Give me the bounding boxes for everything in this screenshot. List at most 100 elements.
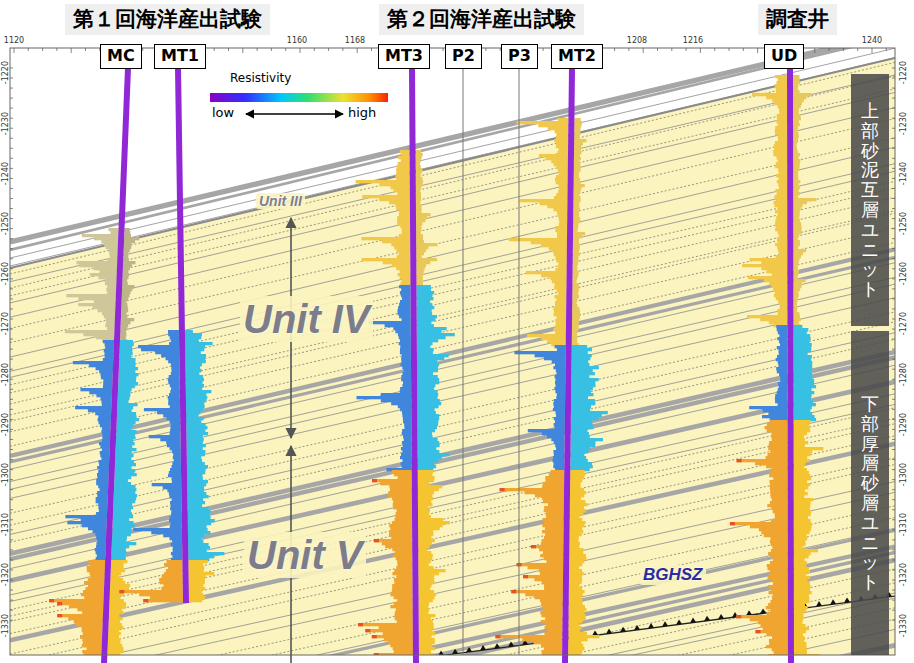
log-fill <box>111 572 121 575</box>
log-fill <box>168 396 180 399</box>
log-fill <box>548 503 564 506</box>
log-fill <box>777 117 787 120</box>
log-fill <box>794 633 803 636</box>
log-fill <box>771 549 788 552</box>
log-fill <box>97 491 108 494</box>
log-fill <box>187 495 208 498</box>
log-fill <box>164 584 183 587</box>
log-fill <box>570 530 584 533</box>
log-fill <box>793 207 801 210</box>
log-fill <box>416 261 430 264</box>
log-fill <box>540 202 568 205</box>
log-fill <box>573 208 580 211</box>
log-fill <box>96 551 106 554</box>
depth-value: -1290 <box>899 413 908 436</box>
log-fill <box>570 539 579 542</box>
log-fill <box>554 286 566 289</box>
log-fill <box>541 602 563 605</box>
axis-tick <box>892 499 895 500</box>
log-fill <box>171 510 181 513</box>
log-fill <box>555 301 566 304</box>
log-fill <box>400 351 411 354</box>
log-fill <box>770 483 788 486</box>
log-fill <box>571 423 593 426</box>
log-fill <box>398 309 411 312</box>
log-fill <box>187 498 203 501</box>
log-fill <box>187 447 203 450</box>
log-fill <box>417 354 449 357</box>
log-fill <box>793 102 802 105</box>
log-fill <box>574 130 580 133</box>
stratum-band <box>10 352 895 554</box>
axis-tick <box>10 108 13 109</box>
log-fill <box>793 120 799 123</box>
log-fill <box>171 513 182 516</box>
log-fill <box>777 246 787 249</box>
log-fill <box>794 615 804 618</box>
log-fill <box>100 454 109 457</box>
log-fill <box>793 276 797 279</box>
log-fill <box>794 651 807 654</box>
log-fill <box>114 491 135 494</box>
axis-tick <box>10 499 13 500</box>
axis-tick <box>10 168 13 169</box>
log-fill <box>546 560 563 563</box>
unit-band: 上部砂泥互層ユニット <box>851 74 889 326</box>
log-fill <box>419 599 433 602</box>
bghsz-tooth <box>676 619 682 624</box>
log-fill <box>108 641 121 644</box>
log-fill <box>572 348 592 351</box>
log-fill <box>418 476 435 479</box>
log-fill <box>417 384 435 387</box>
log-fill <box>794 513 811 516</box>
log-fill <box>173 456 181 459</box>
unit-name: 下部厚層砂層ユニット <box>861 394 879 592</box>
log-fill <box>402 429 411 432</box>
log-fill <box>793 288 800 291</box>
stratum-line <box>10 394 895 595</box>
log-fill <box>80 388 112 391</box>
log-fill <box>104 243 118 246</box>
log-fill <box>794 537 807 540</box>
log-fill <box>544 521 564 524</box>
log-fill <box>574 199 581 202</box>
axis-tick <box>10 620 13 621</box>
axis-tick <box>892 308 895 309</box>
log-fill <box>96 500 108 503</box>
log-fill <box>569 578 582 581</box>
log-fill <box>555 130 569 133</box>
log-fill <box>778 382 788 385</box>
log-fill <box>81 518 107 521</box>
log-fill <box>573 271 579 274</box>
log-fill <box>794 540 806 543</box>
strata <box>10 48 895 655</box>
log-fill <box>558 118 569 121</box>
log-fill <box>88 584 104 587</box>
log-fill <box>794 648 807 651</box>
log-fill <box>554 196 568 199</box>
log-fill <box>573 280 577 283</box>
log-fill <box>124 234 131 237</box>
stratum-line <box>10 436 895 634</box>
log-fill <box>779 234 788 237</box>
log-fill <box>112 539 127 542</box>
log-fill <box>778 168 787 171</box>
log-fill <box>395 515 412 518</box>
log-fill <box>500 488 564 491</box>
stratum-line <box>10 263 895 470</box>
log-fill <box>416 171 422 174</box>
log-fill <box>767 564 788 567</box>
log-fill <box>793 237 798 240</box>
log-fill <box>101 457 109 460</box>
bghsz-tooth <box>662 621 668 626</box>
log-fill <box>794 346 812 349</box>
log-fill <box>777 192 788 195</box>
log-fill <box>115 469 136 472</box>
axis-tick <box>14 48 15 53</box>
log-fill <box>569 572 584 575</box>
log-fill <box>418 482 430 485</box>
log-fill <box>102 312 115 315</box>
axis-value: 1120 <box>4 36 24 45</box>
log-fill <box>189 572 215 575</box>
log-fill <box>569 605 585 608</box>
